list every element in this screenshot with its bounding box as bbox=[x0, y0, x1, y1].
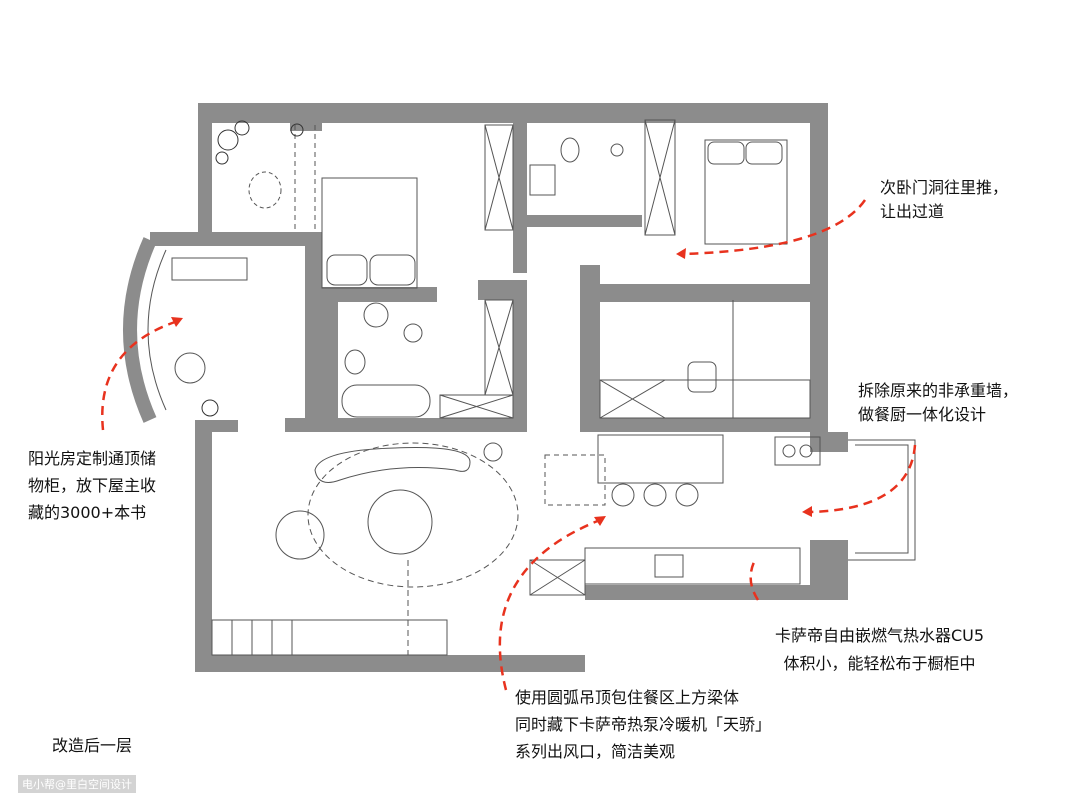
annotation-line: 次卧门洞往里推， bbox=[880, 178, 1009, 197]
annotation-line: 体积小，能轻松布于橱柜中 bbox=[783, 654, 976, 673]
annotation-sunroom-cabinet: 阳光房定制通顶储 物柜，放下屋主收 藏的3000+本书 bbox=[28, 445, 156, 526]
annotation-line: 系列出风口，简洁美观 bbox=[515, 742, 676, 761]
annotation-line: 阳光房定制通顶储 bbox=[28, 449, 157, 468]
red-arrows bbox=[101, 199, 917, 691]
annotation-bedroom-door: 次卧门洞往里推， 让出过道 bbox=[880, 176, 1008, 224]
arrow-ceiling bbox=[498, 518, 601, 691]
annotation-line: 藏的3000+本书 bbox=[28, 503, 147, 522]
arrow-kitchen bbox=[807, 444, 917, 514]
plants bbox=[201, 120, 304, 417]
annotation-ceiling-arc: 使用圆弧吊顶包住餐区上方梁体 同时藏下卡萨帝热泵冷暖机「天骄」 系列出风口，简洁… bbox=[515, 684, 771, 765]
walls bbox=[150, 103, 848, 672]
annotation-line: 物柜，放下屋主收 bbox=[28, 476, 157, 495]
watermark: 电小帮@里白空间设计 bbox=[18, 775, 136, 793]
arrow-sunroom bbox=[101, 320, 176, 431]
annotation-line: 使用圆弧吊顶包住餐区上方梁体 bbox=[515, 688, 740, 707]
annotation-line: 卡萨帝自由嵌燃气热水器CU5 bbox=[775, 626, 985, 645]
plan-title: 改造后一层 bbox=[52, 736, 133, 755]
annotation-line: 同时藏下卡萨帝热泵冷暖机「天骄」 bbox=[515, 715, 772, 734]
annotation-kitchen-wall: 拆除原来的非承重墙， 做餐厨一体化设计 bbox=[858, 379, 1018, 427]
arrow-heads bbox=[171, 248, 812, 526]
annotation-line: 拆除原来的非承重墙， bbox=[858, 381, 1019, 400]
arrow-water-heater bbox=[749, 559, 760, 601]
annotation-water-heater: 卡萨帝自由嵌燃气热水器CU5 体积小，能轻松布于橱柜中 bbox=[775, 622, 984, 678]
arrow-bedroom-door bbox=[679, 199, 867, 256]
sunroom-arc bbox=[123, 237, 167, 423]
annotation-line: 做餐厨一体化设计 bbox=[858, 405, 987, 424]
fixtures bbox=[171, 119, 916, 656]
annotation-line: 让出过道 bbox=[880, 202, 945, 221]
